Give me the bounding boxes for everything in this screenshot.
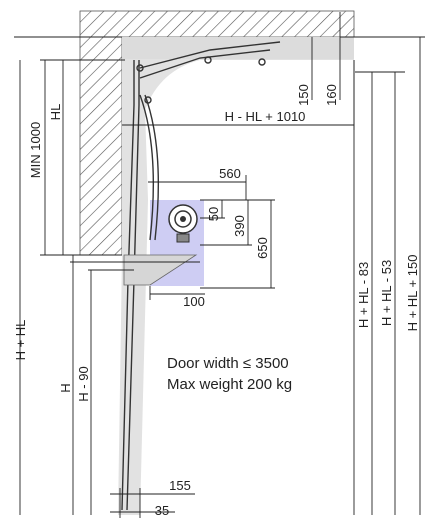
dim-100: 100: [183, 294, 205, 309]
dim-h: H: [58, 383, 73, 392]
dim-hl: HL: [48, 104, 63, 121]
dim-h-minus-hl-plus-1010: H - HL + 1010: [225, 109, 306, 124]
dim-650: 650: [255, 237, 270, 259]
dim-35: 35: [155, 503, 169, 518]
wall-hatch: [79, 36, 123, 256]
motor-unit-icon: [168, 204, 198, 243]
dim-160: 160: [324, 84, 339, 106]
dim-150: 150: [296, 84, 311, 106]
dim-155: 155: [169, 478, 191, 493]
header-track: [122, 37, 354, 59]
dim-50: 50: [206, 207, 221, 221]
dim-560: 560: [219, 166, 241, 181]
dim-h-minus-90: H - 90: [76, 366, 91, 401]
note-door-width: Door width ≤ 3500: [167, 355, 289, 372]
note-max-weight: Max weight 200 kg: [167, 376, 292, 393]
building-structure: [79, 10, 355, 256]
door-track-area: [118, 37, 354, 515]
ceiling-hatch: [79, 10, 355, 38]
dim-h-plus-hl-minus-83: H + HL - 83: [356, 262, 371, 328]
dim-h-plus-hl-minus-53: H + HL - 53: [379, 260, 394, 326]
dim-h-plus-hl-plus-150: H + HL + 150: [405, 255, 420, 332]
dim-390: 390: [232, 215, 247, 237]
door-area: [118, 37, 354, 515]
dim-min-1000: MIN 1000: [28, 122, 43, 178]
bottom-bracket: [123, 254, 198, 286]
dimension-labels: H + HL MIN 1000 HL H H - 90 150 160 H - …: [13, 84, 420, 518]
dimension-lines: [14, 12, 425, 518]
door-mechanism: [121, 41, 281, 511]
dim-h-plus-hl: H + HL: [13, 320, 28, 361]
